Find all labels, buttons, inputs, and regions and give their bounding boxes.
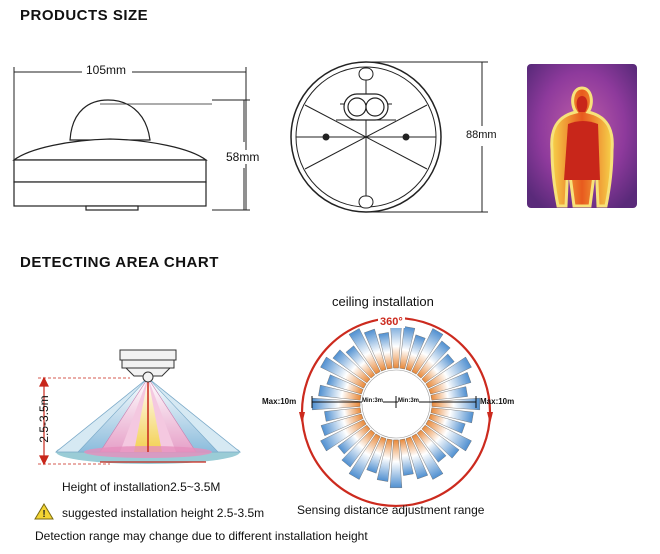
radial-beam: [348, 328, 381, 375]
radial-beam: [416, 429, 447, 463]
radial-beam: [399, 326, 416, 370]
ring-arrow-left: [299, 412, 305, 424]
radial-beam: [416, 340, 451, 379]
radial-beam: [411, 433, 444, 480]
height-arrow: [38, 376, 130, 466]
radial-beam: [341, 429, 376, 468]
radial-beam: [337, 424, 371, 455]
radial-beam: [421, 424, 460, 459]
caption-height-installation: Height of installation2.5~3.5M: [62, 480, 221, 494]
caption-detection-note: Detection range may change due to differ…: [35, 529, 368, 543]
side-height-label: 2.5-3.5m: [37, 395, 51, 443]
radial-beam: [389, 439, 403, 488]
mounted-sensor: [119, 349, 177, 383]
side-detection-fan: [54, 377, 242, 464]
max-right-label: Max:10m: [480, 397, 515, 406]
radial-beam: [425, 419, 472, 452]
radial-beam: [411, 328, 444, 375]
caption-sensing-range: Sensing distance adjustment range: [297, 503, 485, 517]
radial-beam: [405, 436, 429, 480]
angle-label: 360°: [378, 316, 405, 328]
height-dimension: [212, 99, 250, 211]
radial-beam: [399, 438, 414, 476]
radial-beam: [428, 371, 472, 395]
radial-beam: [320, 413, 364, 437]
ceiling-title: ceiling installation: [332, 294, 434, 309]
radial-beam: [428, 413, 466, 434]
radial-beam: [378, 332, 393, 370]
radial-beam: [421, 353, 455, 384]
radial-beam: [320, 356, 367, 389]
radial-beam: [326, 374, 364, 395]
ceiling-radial-chart: [312, 320, 480, 488]
sensor-top-view: [290, 61, 442, 213]
width-dimension: [13, 67, 247, 210]
height-label: 58mm: [226, 150, 260, 164]
radial-beam: [312, 397, 361, 411]
radial-beam: [345, 345, 376, 379]
sensor-side-view: [12, 99, 208, 211]
radial-beam: [430, 407, 474, 424]
radial-beam: [332, 349, 371, 384]
radial-beam: [405, 334, 426, 372]
diameter-dimension: [372, 61, 488, 213]
radial-beam: [430, 386, 468, 401]
diameter-label: 88mm: [466, 129, 497, 141]
svg-text:!: !: [42, 509, 45, 520]
radial-beam: [366, 436, 387, 474]
thermal-human-image: [527, 64, 637, 208]
radial-beam: [348, 433, 381, 480]
radial-beam: [324, 407, 362, 422]
radial-beam: [425, 356, 472, 389]
products-size-heading: PRODUCTS SIZE: [20, 7, 149, 24]
ring-arrow-right: [487, 412, 493, 424]
min-right-label: Min:3m: [398, 398, 419, 404]
radial-beam: [431, 397, 480, 411]
warning-icon: !: [34, 503, 54, 520]
radial-beam: [320, 419, 367, 452]
caption-suggested-height: suggested installation height 2.5-3.5m: [62, 506, 265, 520]
max-left-label: Max:10m: [262, 397, 297, 406]
radial-beam: [376, 438, 393, 482]
radial-beam: [318, 384, 362, 401]
min-left-label: Min:3m: [362, 398, 383, 404]
radial-beam: [363, 328, 387, 372]
detecting-area-heading: DETECTING AREA CHART: [20, 254, 219, 271]
width-label: 105mm: [84, 63, 129, 77]
